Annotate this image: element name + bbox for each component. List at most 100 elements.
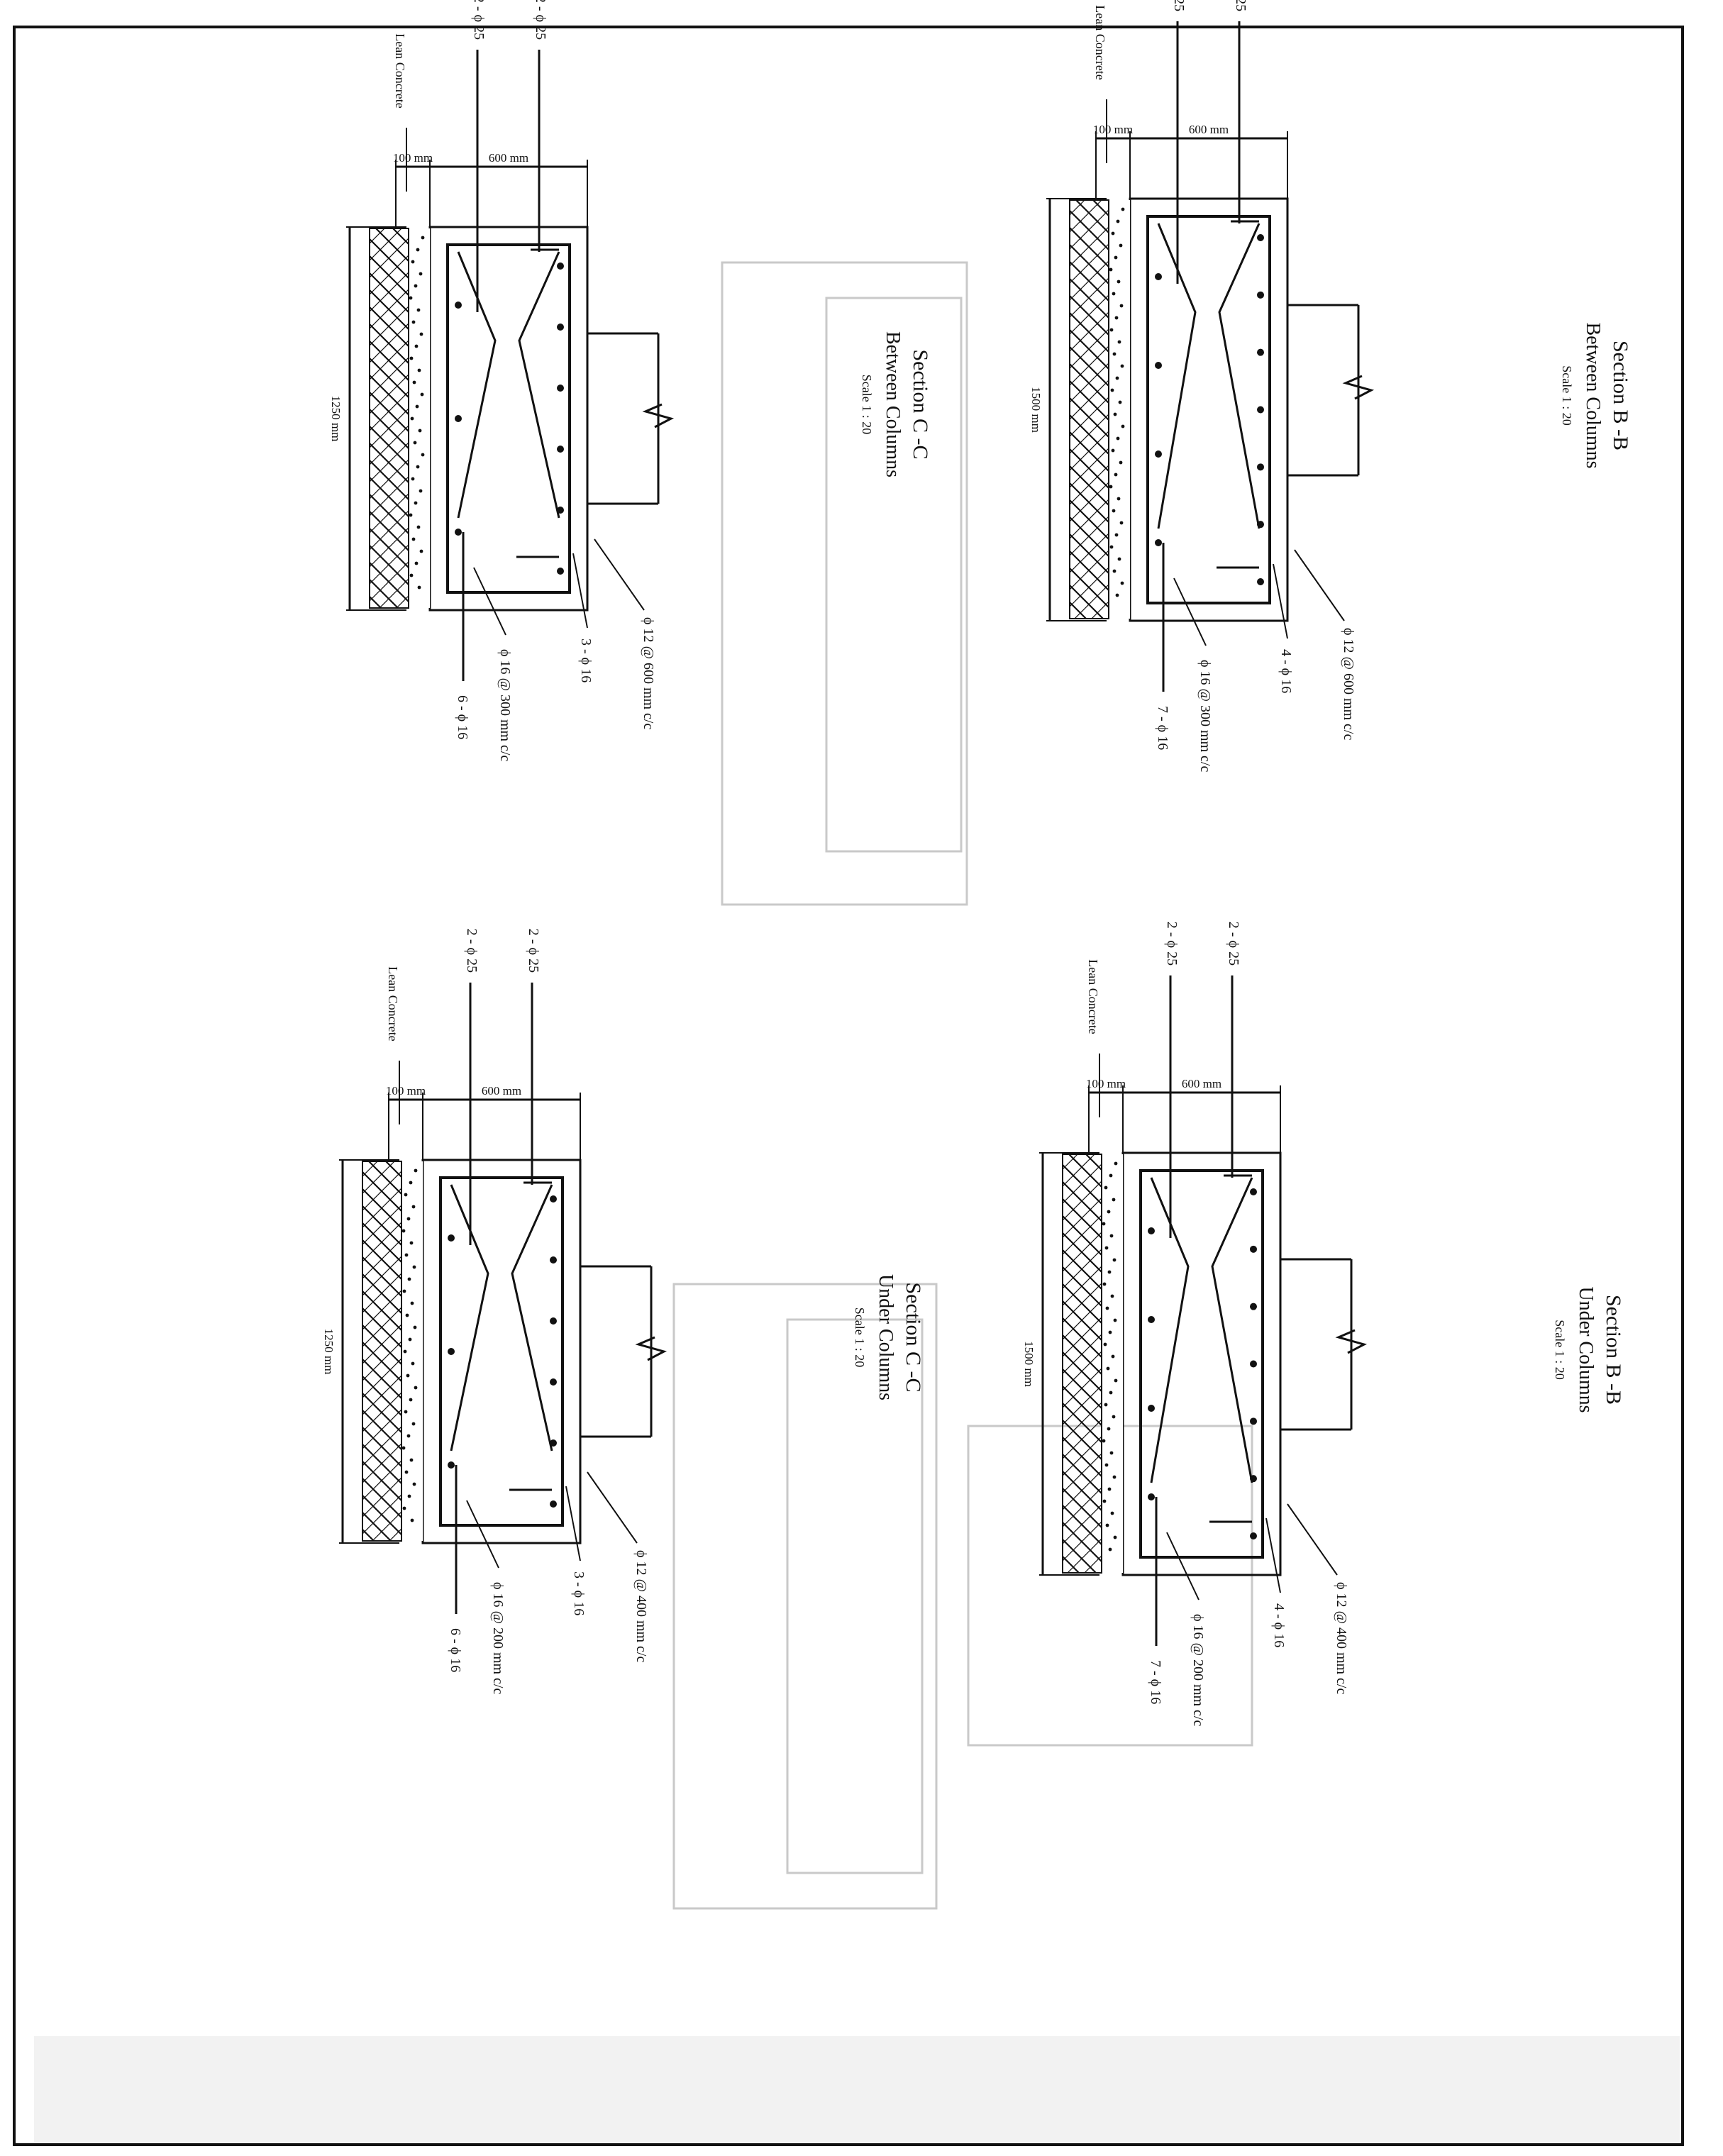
tie-diagonal <box>457 251 497 519</box>
rebar-dot <box>550 1256 557 1264</box>
rebar-dot <box>1250 1417 1257 1425</box>
lean-concrete-speckle <box>411 1361 415 1366</box>
lean-concrete-speckle <box>1110 1511 1114 1515</box>
lean-concrete-speckle <box>413 1325 417 1329</box>
lean-concrete-speckle <box>1109 328 1114 332</box>
lean-concrete-speckle <box>1102 1439 1106 1443</box>
lean-concrete-speckle <box>413 441 417 445</box>
stirrup-cage <box>446 243 571 594</box>
lean-concrete-speckle <box>1119 521 1124 525</box>
soil-hatch <box>369 228 409 609</box>
lean-concrete-label: Lean Concrete <box>386 966 400 1041</box>
lean-concrete-speckle <box>404 1410 408 1414</box>
lean-concrete-speckle <box>404 1193 408 1197</box>
top-bar-label-b: 2 - ϕ 25 <box>1171 0 1187 11</box>
lean-concrete-speckle <box>1110 388 1114 392</box>
lean-concrete-speckle <box>1108 1330 1112 1334</box>
lean-concrete-speckle <box>409 1181 413 1185</box>
rebar-dot <box>1257 406 1264 414</box>
lean-concrete-speckle <box>408 1337 412 1342</box>
lean-concrete-speckle <box>1112 1258 1117 1262</box>
rebar-dot <box>1148 1493 1155 1500</box>
concrete-outline <box>428 226 589 612</box>
section-scale: Scale 1 : 20 <box>860 375 874 434</box>
rebar-dot <box>1155 362 1162 369</box>
rebar-dot <box>1257 234 1264 241</box>
lean-concrete-speckle <box>412 1482 416 1486</box>
stirrup-label: ϕ 12 @ 600 mm c/c <box>641 617 656 729</box>
lean-concrete-label: Lean Concrete <box>393 33 407 108</box>
lean-concrete-speckle <box>409 296 413 300</box>
rebar-dot <box>557 324 564 331</box>
section-scale: Scale 1 : 20 <box>1560 365 1574 425</box>
rebar-dot <box>557 568 564 575</box>
tie-diagonal <box>1150 1177 1190 1483</box>
lean-concrete-speckle <box>418 429 422 433</box>
stirrup-label: ϕ 12 @ 400 mm c/c <box>1334 1582 1349 1694</box>
tie-diagonal <box>450 1184 489 1452</box>
leader-line <box>1265 1518 1281 1593</box>
lean-concrete-speckle <box>1107 1210 1111 1214</box>
lean-concrete-speckle <box>407 1277 411 1281</box>
section-subtitle: Between Columns <box>882 331 904 477</box>
break-line <box>1342 375 1375 400</box>
rebar-dot <box>557 385 564 392</box>
lean-concrete-speckle <box>409 1458 414 1462</box>
lean-concrete-label: Lean Concrete <box>1086 959 1100 1034</box>
rebar-dot <box>1155 539 1162 546</box>
dim-lean-label: 100 mm <box>1086 1077 1126 1090</box>
tie-diagonal <box>511 1184 553 1452</box>
tie-diagonal <box>518 251 560 519</box>
side-bars-label: 4 - ϕ 16 <box>1271 1603 1287 1647</box>
lean-concrete-speckle <box>1118 400 1122 404</box>
rebar-dot <box>448 1348 455 1355</box>
lean-concrete-speckle <box>411 477 415 481</box>
rebar-dot <box>1257 578 1264 585</box>
lean-concrete-speckle <box>416 308 421 312</box>
lean-concrete-speckle <box>414 344 419 348</box>
rebar-dot <box>448 1461 455 1469</box>
lean-concrete-speckle <box>417 368 421 372</box>
bottom-bars-label: ϕ 16 @ 300 mm c/c <box>497 649 513 761</box>
lean-concrete-speckle <box>404 1470 409 1474</box>
dim-width-label: 600 mm <box>1182 1077 1221 1090</box>
end-bars-label: 7 - ϕ 16 <box>1148 1660 1163 1704</box>
lean-concrete-speckle <box>1119 460 1123 465</box>
stirrup-cage <box>1139 1169 1264 1559</box>
lean-concrete-speckle <box>1117 340 1121 344</box>
leader-line <box>1287 1503 1338 1576</box>
lean-concrete-speckle <box>1112 509 1116 513</box>
lean-concrete-speckle <box>1109 545 1114 549</box>
rebar-dot <box>455 302 462 309</box>
lean-concrete-speckle <box>417 585 421 590</box>
top-bar-label-b: 2 - ϕ 25 <box>471 0 487 40</box>
lean-concrete-speckle <box>1109 1451 1114 1455</box>
top-bar-label-a: 2 - ϕ 25 <box>1233 0 1248 11</box>
rebar-dot <box>1257 463 1264 471</box>
leader-line <box>587 1471 638 1544</box>
side-bars-label: 3 - ϕ 16 <box>578 638 594 682</box>
section-title: Section C -C <box>902 1283 925 1393</box>
stirrup-label: ϕ 12 @ 600 mm c/c <box>1341 628 1356 740</box>
lean-concrete-speckle <box>1102 1222 1106 1226</box>
section-scale: Scale 1 : 20 <box>853 1308 867 1367</box>
rebar-dot <box>1257 291 1264 299</box>
leader-line <box>1273 563 1288 639</box>
lean-concrete-speckle <box>406 1217 411 1221</box>
lean-concrete-speckle <box>1113 1535 1117 1539</box>
lean-concrete-speckle <box>1107 1487 1112 1491</box>
lean-concrete-speckle <box>414 1386 418 1390</box>
lean-concrete-speckle <box>1107 1270 1112 1274</box>
lean-concrete-speckle <box>1104 1463 1109 1467</box>
lean-concrete-speckle <box>416 248 420 252</box>
lean-concrete-speckle <box>414 561 419 565</box>
dim-lean-label: 100 mm <box>386 1084 426 1098</box>
sheet-frame <box>13 26 1684 2146</box>
lean-concrete-speckle <box>419 272 423 276</box>
lean-concrete-speckle <box>410 416 414 421</box>
